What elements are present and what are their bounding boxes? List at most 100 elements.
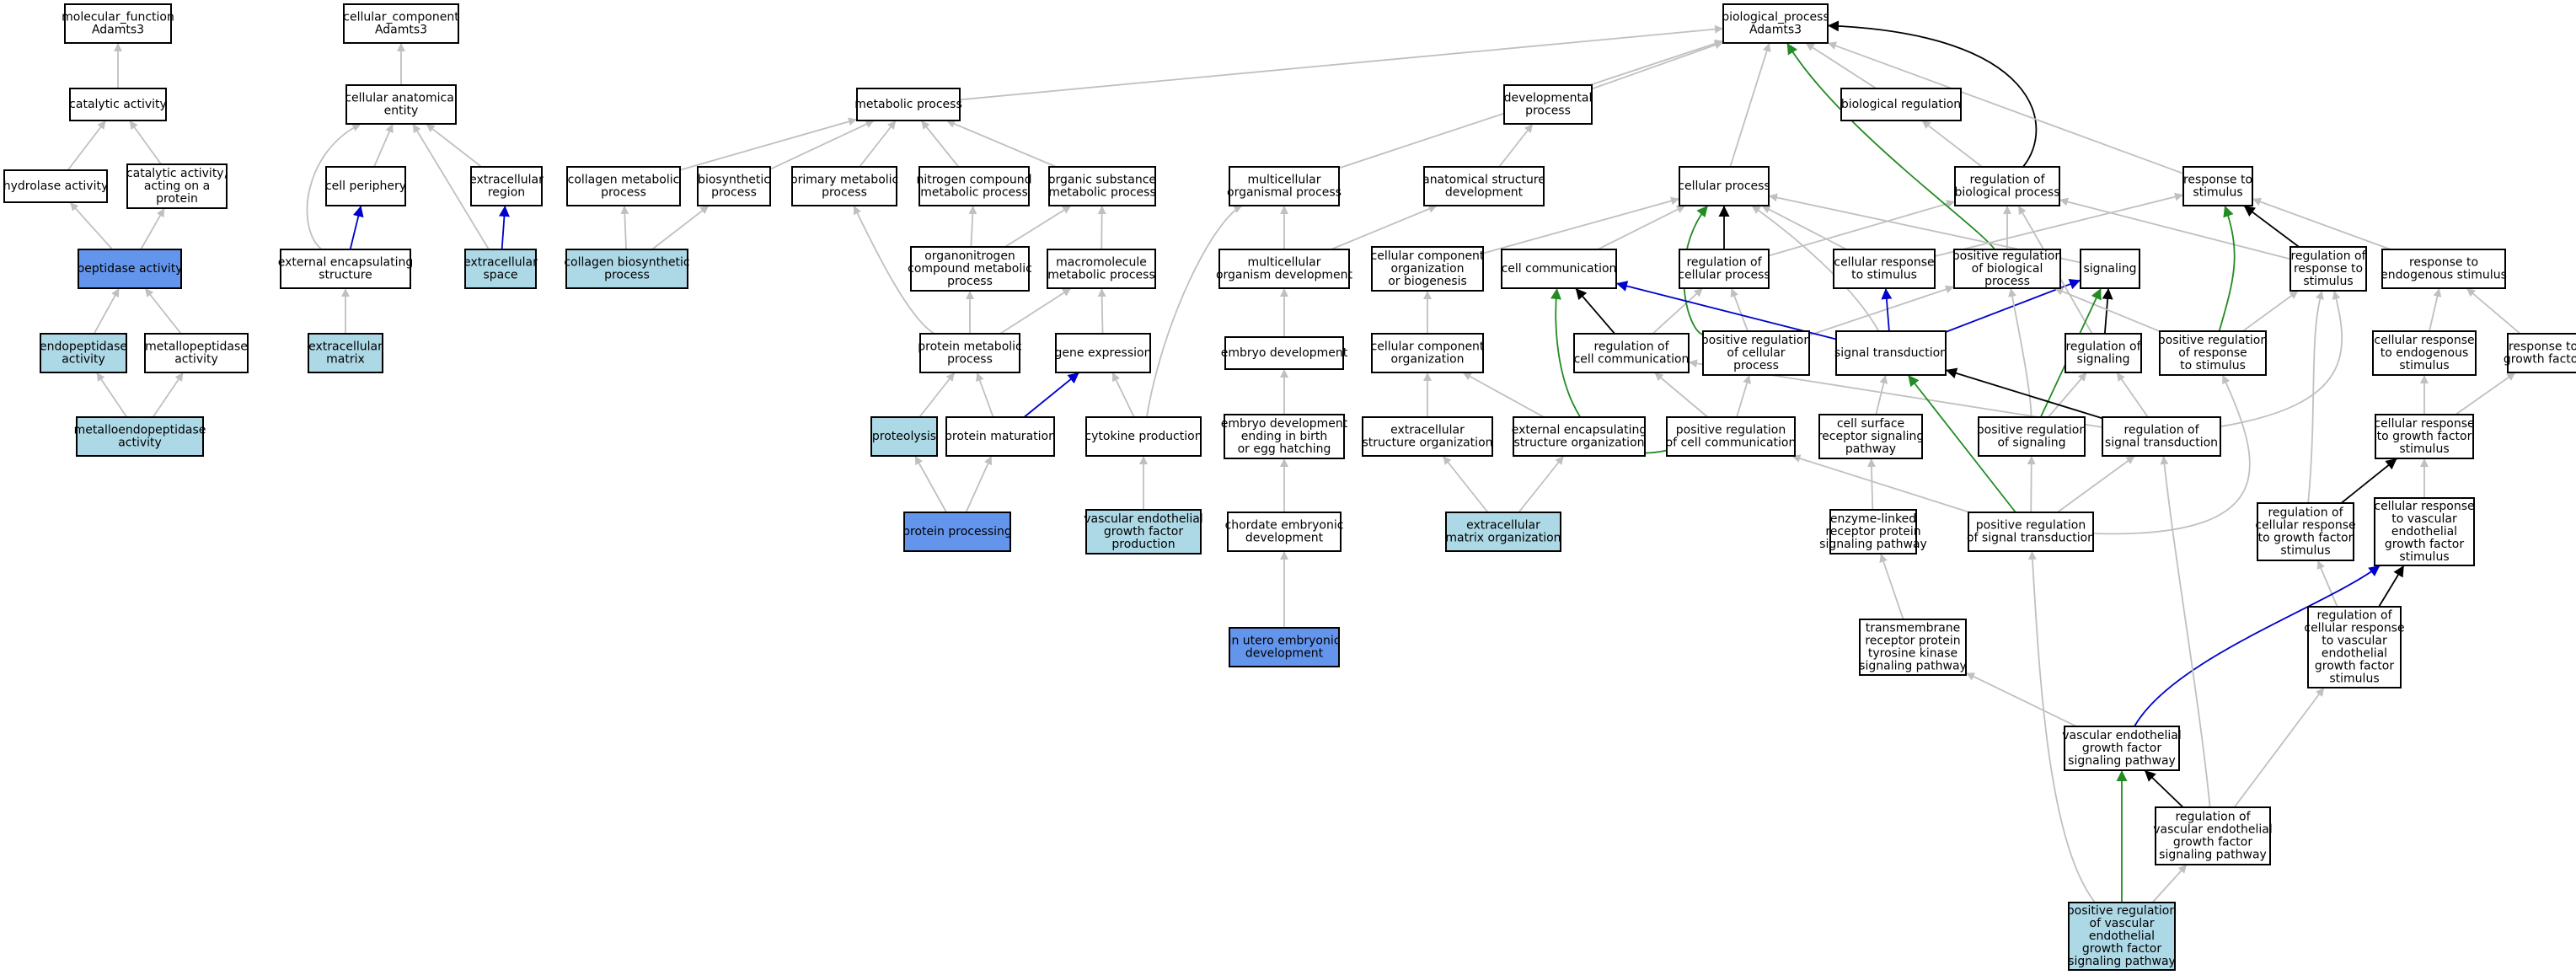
go-term-node[interactable]: hydrolase activity (3, 169, 109, 203)
node-label-line: protein metabolic (918, 340, 1021, 354)
node-label-line: proteolysis (872, 430, 936, 443)
go-term-node[interactable]: cellular process (1678, 166, 1770, 206)
go-term-node[interactable]: cell communication (1501, 249, 1617, 289)
go-term-node[interactable]: signal transduction (1834, 330, 1947, 376)
node-label-line: metabolic process (920, 186, 1028, 200)
go-term-node[interactable]: protein maturation (945, 416, 1056, 457)
edge-is-a (2242, 290, 2299, 332)
go-term-node[interactable]: peptidase activity (77, 249, 183, 289)
node-label-line: biological regulation (1841, 98, 1961, 111)
node-box (2102, 416, 2221, 457)
go-term-node[interactable]: gene expression (1055, 333, 1152, 373)
edge-is-a (2054, 287, 2161, 333)
go-term-node[interactable]: protein processing (902, 512, 1012, 552)
edge-is-a (306, 123, 361, 250)
node-label-line: pathway (1845, 442, 1896, 456)
go-term-node[interactable]: biological regulation (1840, 88, 1962, 121)
go-term-node[interactable]: metabolic process (854, 88, 962, 121)
node-label-line: collagen metabolic (568, 174, 680, 187)
go-term-node[interactable]: embryo development (1221, 336, 1348, 370)
node-box (69, 88, 167, 121)
go-term-node[interactable]: catalytic activity (69, 88, 167, 121)
node-label-line: process (1525, 104, 1571, 118)
node-label-line: process (711, 186, 757, 200)
go-term-node[interactable]: cytokine production (1084, 416, 1202, 457)
node-box (2064, 726, 2180, 771)
node-box (2155, 806, 2271, 865)
node-box (308, 333, 383, 373)
go-term-node[interactable]: proteolysis (870, 416, 938, 457)
go-term-node[interactable]: cell periphery (325, 166, 406, 206)
node-label-line: protein maturation (945, 430, 1056, 443)
edge-regulates (1575, 287, 1615, 335)
node-label-line: stimulus (2329, 672, 2379, 686)
edge-is-a (2008, 287, 2032, 418)
edge-is-a (1004, 205, 1072, 248)
node-label-line: stimulus (2399, 442, 2449, 456)
go-term-node[interactable]: signaling (2080, 249, 2140, 289)
node-label-line: space (483, 269, 517, 282)
